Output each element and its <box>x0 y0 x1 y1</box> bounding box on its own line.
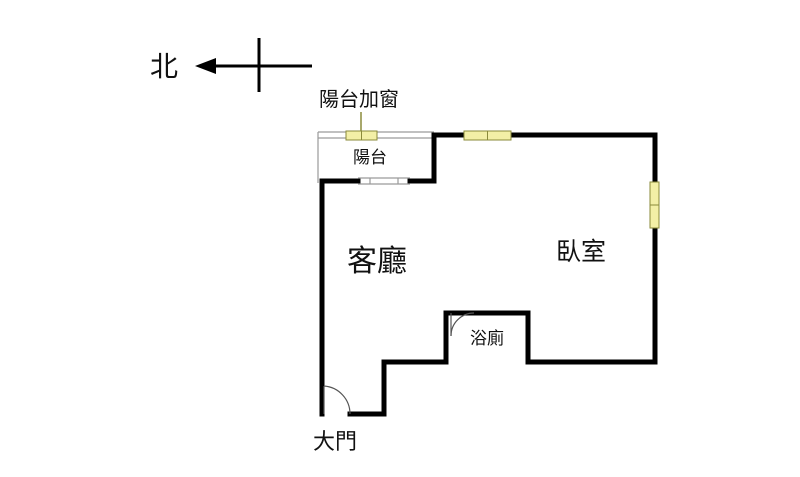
north-label: 北 <box>150 50 178 83</box>
window-top <box>463 130 512 141</box>
balcony-sliding-door <box>358 177 410 185</box>
compass-arrow-head <box>195 58 216 74</box>
balcony-label: 陽台 <box>353 148 387 168</box>
wall-top <box>431 132 658 365</box>
bathroom-door <box>450 312 475 337</box>
wall-bottom <box>347 359 449 417</box>
wall-bathroom <box>443 310 531 365</box>
window-balcony <box>345 130 378 141</box>
wall-left <box>319 178 361 417</box>
walls <box>319 132 658 417</box>
main-door <box>323 385 351 415</box>
main-door-label: 大門 <box>313 430 357 455</box>
compass: 北 <box>150 38 312 92</box>
balcony-window-label: 陽台加窗 <box>319 87 399 111</box>
bedroom-label: 臥室 <box>556 237 606 266</box>
bathroom-label: 浴廁 <box>470 328 504 349</box>
wall-balcony-partition <box>407 132 437 184</box>
window-right <box>649 181 660 229</box>
living-room-label: 客廳 <box>347 244 407 279</box>
